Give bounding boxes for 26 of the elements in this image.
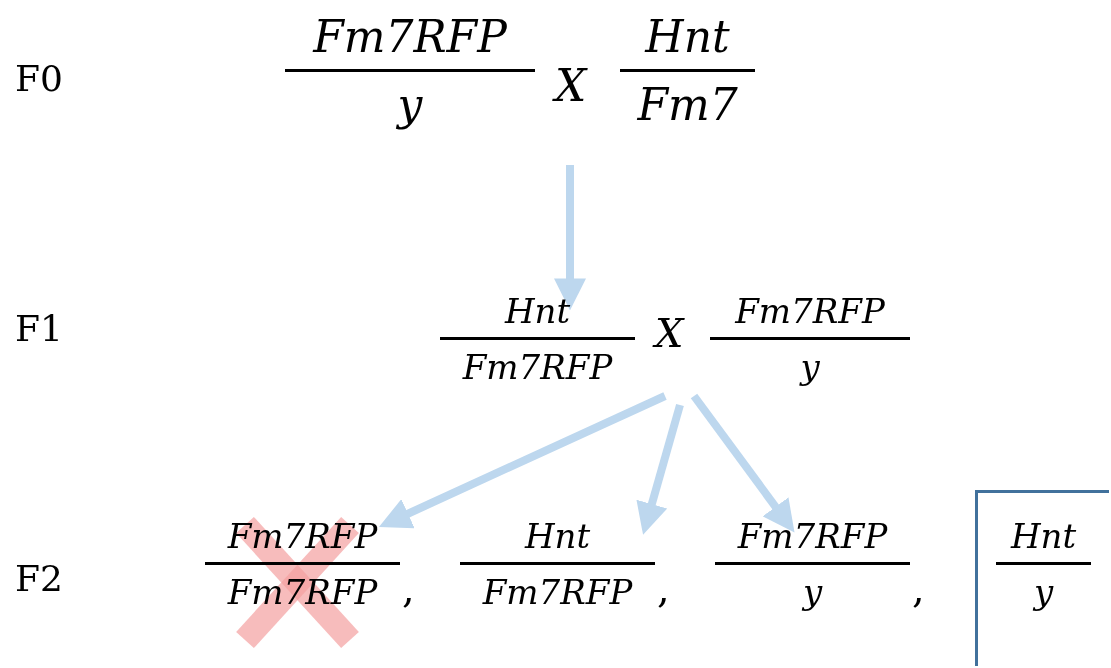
genotype-text: Fm7RFP [227,573,378,613]
genotype-text: Hnt [524,517,591,557]
highlight-box [975,490,1109,666]
genotype-text: Fm7RFP [482,573,633,613]
generation-label: F2 [15,558,63,599]
generation-label: F0 [15,58,63,99]
genotype-text: Fm7RFP [227,517,378,557]
arrow [636,403,684,535]
genotype-text: Fm7RFP [462,348,613,388]
genotype-text: y [802,573,823,613]
separator-comma: , [657,565,670,611]
genotype-text: Fm7RFP [737,517,888,557]
genotype-text: Fm7RFP [735,292,885,332]
arrow [690,393,795,533]
separator-comma: , [402,565,415,611]
genotype-text: y [397,79,423,131]
genotype-text: Hnt [645,12,730,63]
genotype-text: Hnt [1010,517,1077,557]
arrow [378,392,667,529]
generation-label: F1 [15,308,63,349]
separator-comma: , [912,565,925,611]
genotype-text: Hnt [504,292,571,332]
genotype-text: y [800,348,820,388]
genotype-text: Fm7RFP [313,12,507,63]
genotype-text: Fm7 [637,79,738,131]
genotype-text: y [1033,573,1054,613]
